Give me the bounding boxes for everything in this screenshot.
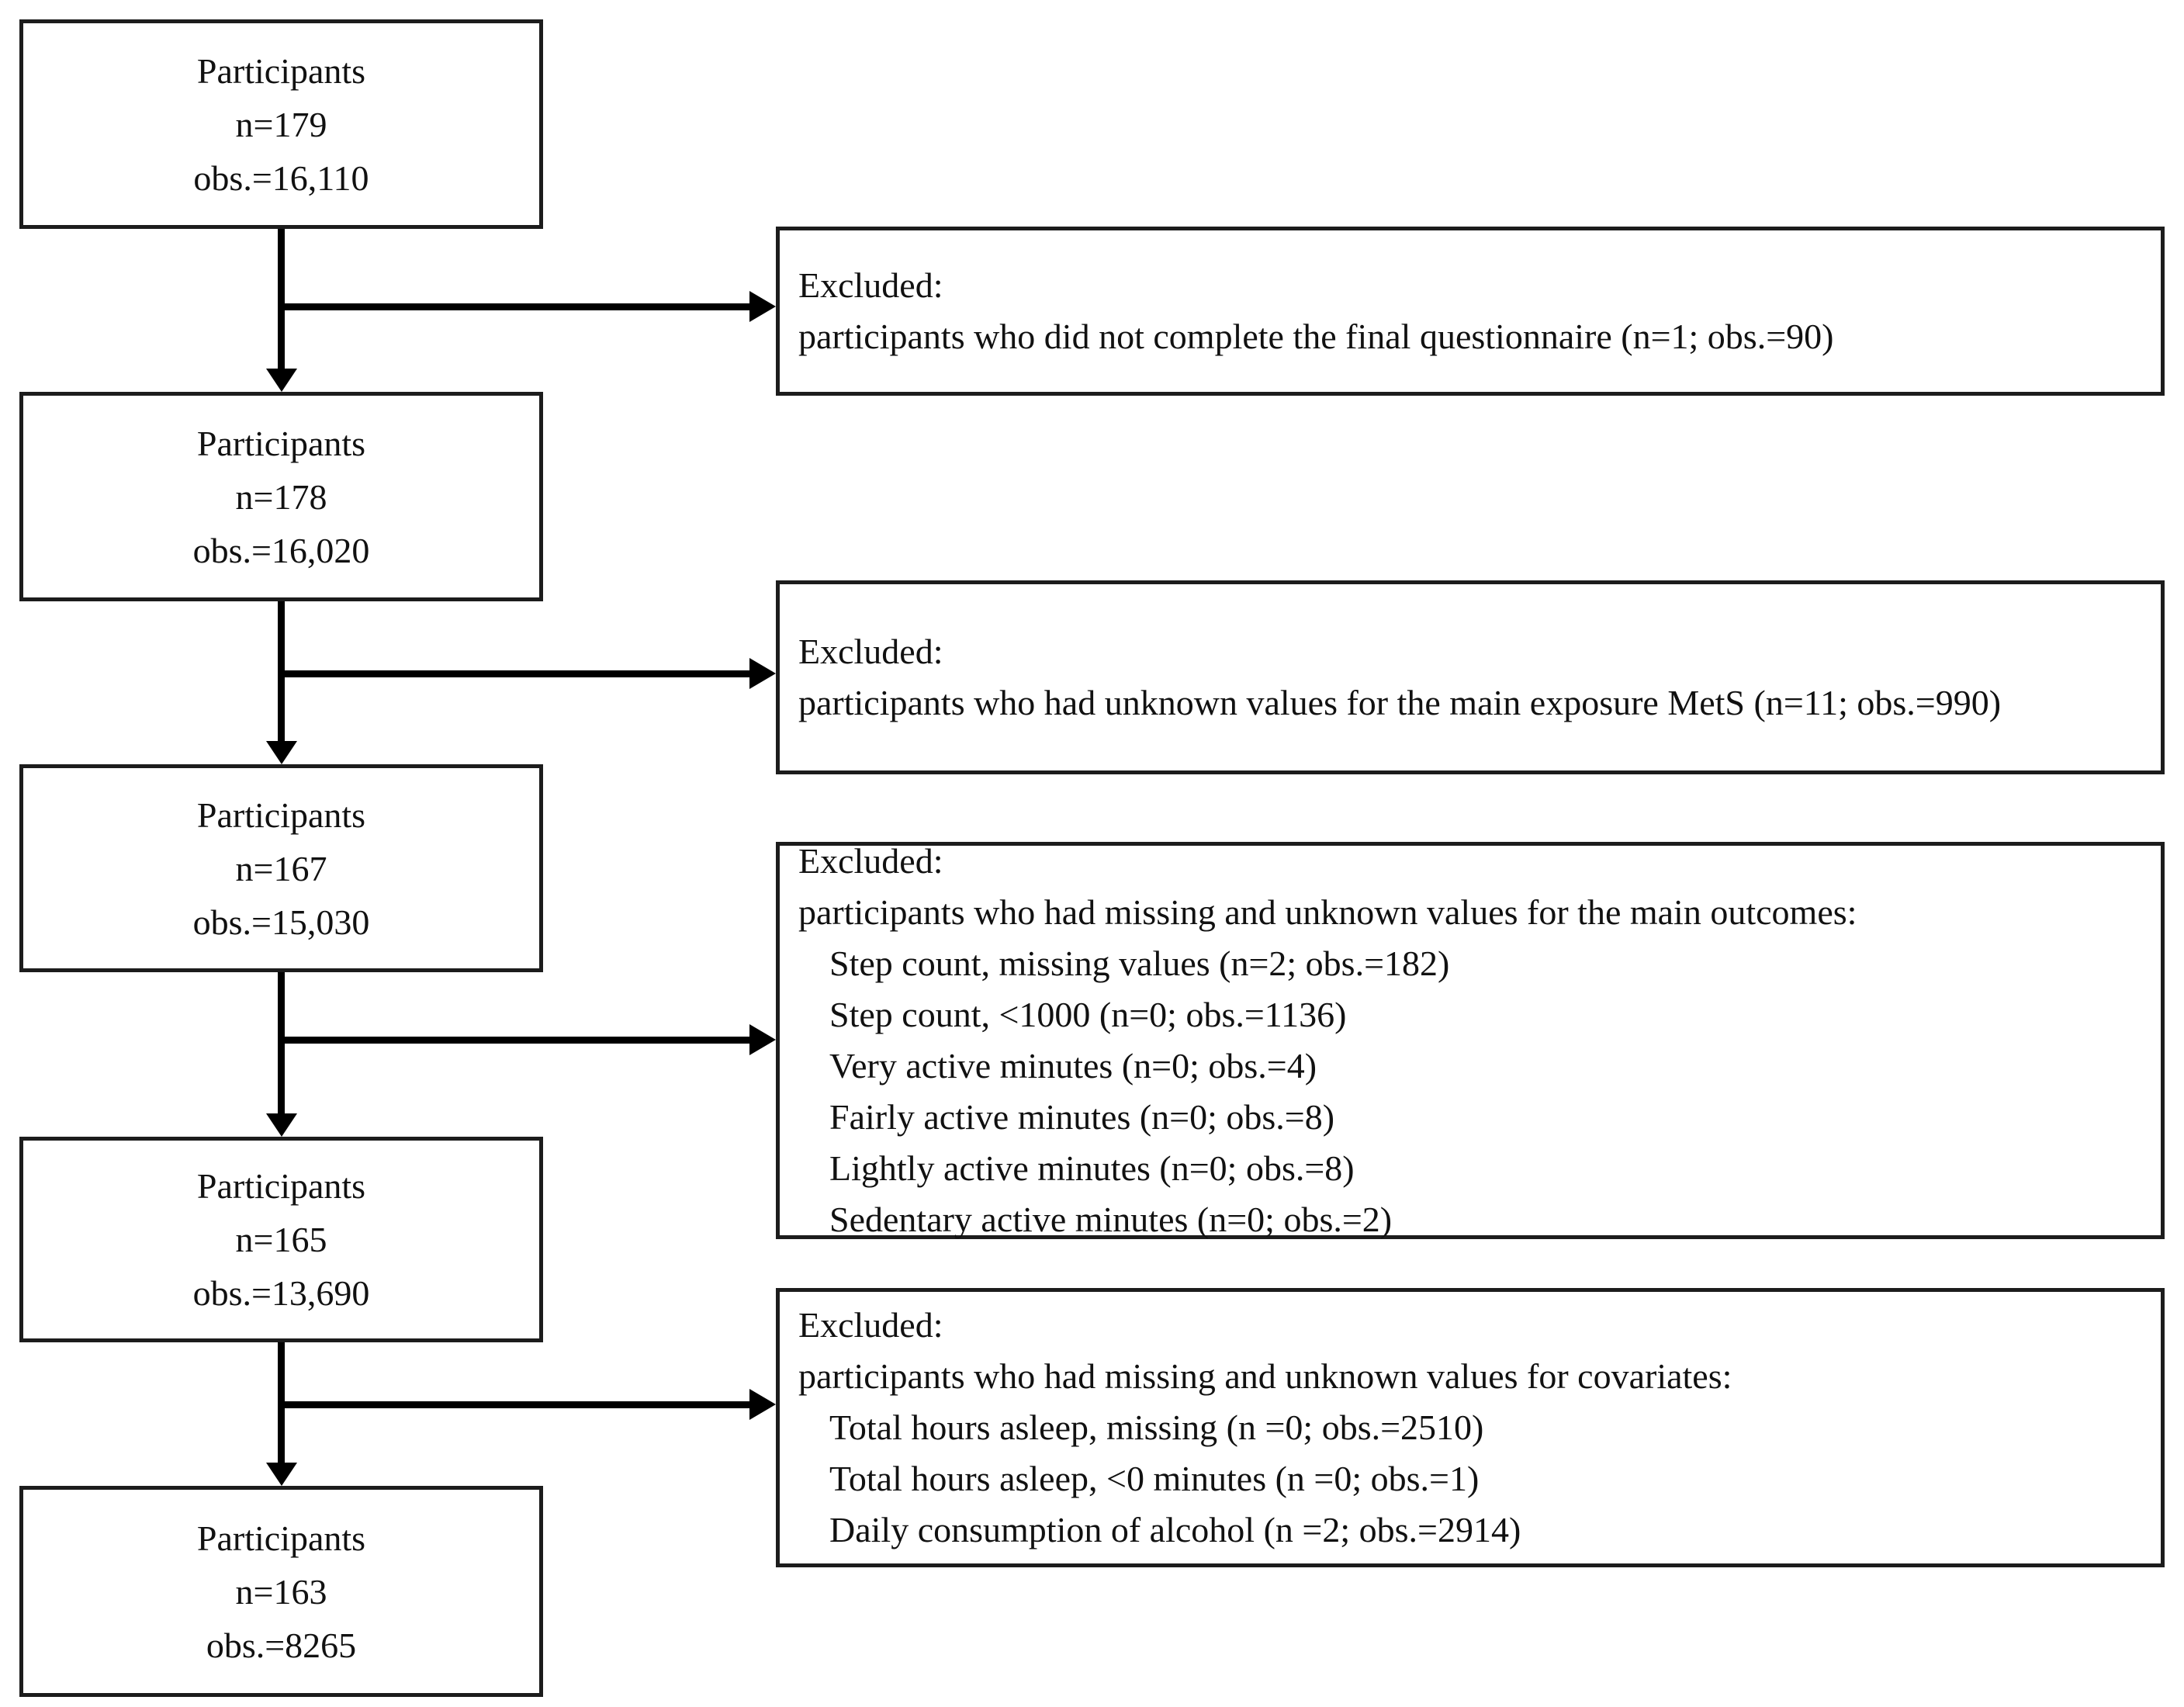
participants-n: n=167	[235, 848, 327, 888]
participants-n: n=165	[235, 1220, 327, 1259]
arrowhead-right-icon	[749, 291, 776, 322]
participants-label: Participants	[196, 423, 366, 463]
participants-box-5: Participants n=163 obs.=8265	[19, 1486, 543, 1697]
excluded-reason: participants who had missing and unknown…	[798, 892, 1857, 932]
excluded-item: Sedentary active minutes (n=0; obs.=2)	[829, 1200, 1393, 1239]
participants-label: Participants	[196, 1518, 366, 1558]
excluded-heading: Excluded:	[798, 632, 943, 671]
participants-obs: obs.=13,690	[192, 1273, 370, 1313]
arrowhead-down-icon	[266, 741, 297, 764]
participants-label: Participants	[196, 795, 366, 835]
participants-obs: obs.=15,030	[192, 902, 370, 942]
excluded-item: Step count, <1000 (n=0; obs.=1136)	[829, 995, 1347, 1034]
excluded-heading: Excluded:	[798, 1305, 943, 1345]
arrowhead-right-icon	[749, 658, 776, 689]
excluded-heading: Excluded:	[798, 265, 943, 305]
participants-box-4: Participants n=165 obs.=13,690	[19, 1137, 543, 1342]
participants-obs: obs.=16,020	[192, 530, 370, 570]
connector-horizontal-2	[281, 670, 749, 677]
participants-box-2: Participants n=178 obs.=16,020	[19, 392, 543, 601]
connector-horizontal-4	[281, 1401, 749, 1408]
arrowhead-down-icon	[266, 1463, 297, 1486]
excluded-reason: participants who had missing and unknown…	[798, 1356, 1732, 1396]
excluded-item: Lightly active minutes (n=0; obs.=8)	[829, 1148, 1355, 1188]
participants-obs: obs.=8265	[206, 1625, 357, 1665]
participants-n: n=163	[235, 1571, 327, 1612]
participants-obs: obs.=16,110	[193, 158, 369, 198]
participants-box-1: Participants n=179 obs.=16,110	[19, 19, 543, 229]
connector-vertical-3	[278, 972, 285, 1115]
excluded-item: Total hours asleep, <0 minutes (n =0; ob…	[829, 1459, 1480, 1498]
participants-label: Participants	[196, 50, 366, 91]
connector-horizontal-3	[281, 1037, 749, 1044]
excluded-item: Daily consumption of alcohol (n =2; obs.…	[829, 1510, 1521, 1549]
connector-horizontal-1	[281, 303, 749, 310]
participants-n: n=178	[235, 476, 327, 517]
excluded-heading: Excluded:	[798, 841, 943, 881]
arrowhead-right-icon	[749, 1389, 776, 1420]
connector-vertical-1	[278, 229, 285, 370]
participants-label: Participants	[196, 1166, 366, 1206]
participants-box-3: Participants n=167 obs.=15,030	[19, 764, 543, 972]
arrowhead-down-icon	[266, 1113, 297, 1137]
excluded-box-3: Excluded: participants who had missing a…	[776, 841, 2165, 1239]
excluded-box-4: Excluded: participants who had missing a…	[776, 1288, 2165, 1567]
excluded-reason: participants who did not complete the fi…	[798, 317, 1834, 356]
excluded-reason: participants who had unknown values for …	[798, 683, 2002, 722]
excluded-item: Very active minutes (n=0; obs.=4)	[829, 1046, 1317, 1085]
arrowhead-down-icon	[266, 369, 297, 392]
arrowhead-right-icon	[749, 1024, 776, 1055]
excluded-item: Fairly active minutes (n=0; obs.=8)	[829, 1097, 1335, 1137]
participants-n: n=179	[235, 104, 327, 144]
excluded-box-2: Excluded: participants who had unknown v…	[776, 580, 2165, 774]
excluded-item: Total hours asleep, missing (n =0; obs.=…	[829, 1407, 1484, 1447]
excluded-box-1: Excluded: participants who did not compl…	[776, 227, 2165, 396]
excluded-item: Step count, missing values (n=2; obs.=18…	[829, 944, 1450, 983]
